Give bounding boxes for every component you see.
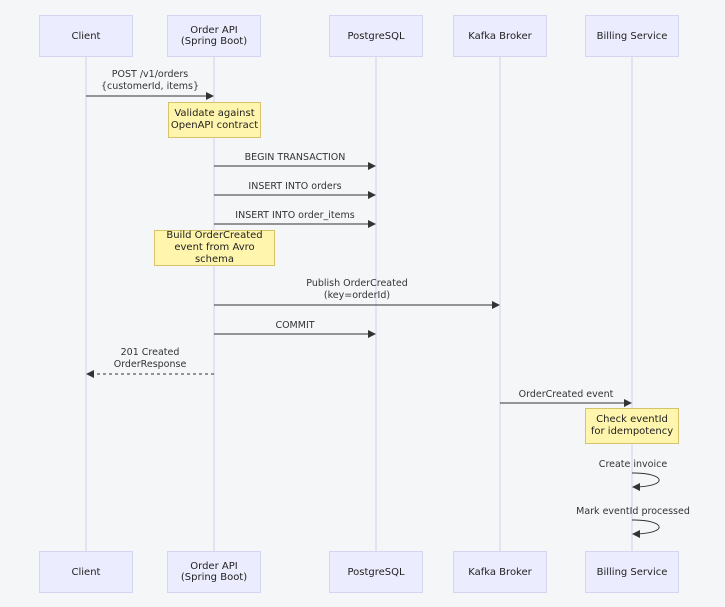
label-create-invoice: Create invoice	[598, 459, 668, 470]
label-order-created-event: OrderCreated event	[518, 389, 614, 400]
participant-postgresql-top: PostgreSQL	[329, 15, 423, 57]
label-begin-transaction: BEGIN TRANSACTION	[244, 152, 346, 163]
label-insert-orders: INSERT INTO orders	[248, 181, 342, 192]
label-publish-order-created: Publish OrderCreated (key=orderId)	[306, 278, 408, 301]
self-arrow-mark-processed	[631, 519, 660, 538]
label-commit: COMMIT	[275, 320, 315, 331]
participant-billing-service-bottom: Billing Service	[585, 551, 679, 593]
note-build-order-created: Build OrderCreated event from Avro schem…	[154, 230, 275, 266]
note-check-event-id: Check eventId for idempotency	[585, 408, 679, 444]
participant-billing-service-top: Billing Service	[585, 15, 679, 57]
participant-client-bottom: Client	[39, 551, 133, 593]
participant-client-top: Client	[39, 15, 133, 57]
label-201-created: 201 Created OrderResponse	[113, 347, 187, 370]
participant-kafka-broker-bottom: Kafka Broker	[453, 551, 547, 593]
participant-order-api-bottom: Order API (Spring Boot)	[167, 551, 261, 593]
participant-order-api-top: Order API (Spring Boot)	[167, 15, 261, 57]
label-post-orders: POST /v1/orders {customerId, items}	[100, 69, 200, 92]
note-validate-openapi: Validate against OpenAPI contract	[168, 102, 261, 138]
self-arrow-create-invoice	[631, 472, 660, 491]
label-insert-order-items: INSERT INTO order_items	[235, 210, 355, 221]
label-mark-processed: Mark eventId processed	[576, 506, 690, 517]
participant-postgresql-bottom: PostgreSQL	[329, 551, 423, 593]
participant-kafka-broker-top: Kafka Broker	[453, 15, 547, 57]
